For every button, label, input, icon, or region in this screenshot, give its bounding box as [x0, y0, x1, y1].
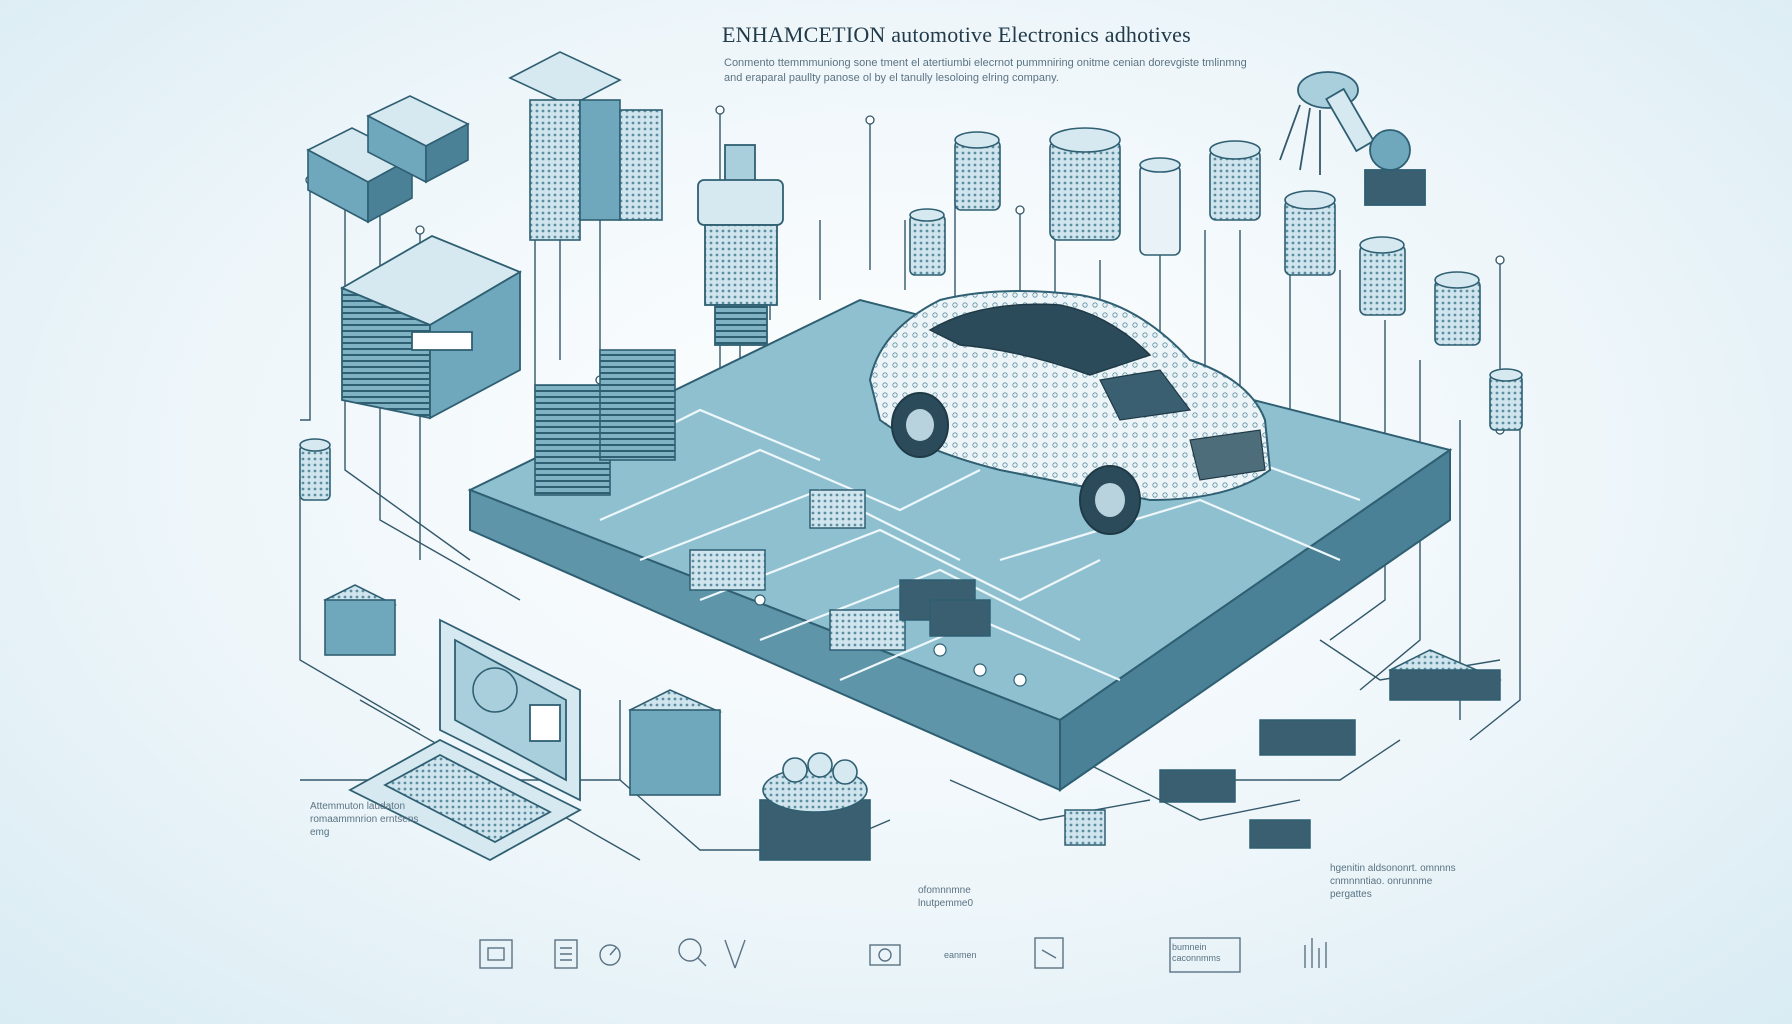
magnifier-icon	[678, 938, 707, 967]
relay-block-3	[508, 51, 663, 241]
robot-arm	[1279, 71, 1426, 206]
laptop-illustration	[348, 618, 582, 862]
document-icon	[554, 939, 578, 969]
cube-chip-left	[323, 584, 397, 656]
processor-chip	[759, 752, 871, 861]
capacitor-2	[1049, 127, 1121, 241]
chip-towers	[534, 349, 676, 496]
capacitor-components	[299, 127, 1523, 501]
caption-middle: ofomnnmne lnutpemme0	[918, 885, 974, 909]
threaded-sensor	[697, 144, 784, 346]
camera-icon	[869, 944, 901, 966]
icon-row	[479, 937, 1327, 973]
panel-icon	[1034, 937, 1064, 969]
capacitor-8	[1489, 368, 1523, 431]
capacitor-4	[1209, 140, 1261, 221]
bars-icon	[1304, 938, 1327, 968]
icon-label-2: bumnein caconnmms	[1172, 942, 1221, 963]
capacitor-10	[299, 438, 331, 501]
relay-block-2	[366, 95, 470, 184]
relay-blocks	[306, 51, 663, 241]
capacitor-6	[1359, 236, 1406, 316]
capacitor-5	[1284, 190, 1336, 276]
page-subtitle: Conmento ttemmmuniong sone tment el ater…	[724, 57, 1247, 84]
right-chips	[1064, 649, 1502, 849]
page-title: ENHAMCETION automotive Electronics adhot…	[722, 22, 1191, 47]
capacitor-7	[1434, 271, 1481, 346]
capacitor-9	[909, 208, 946, 276]
relay-block-1	[306, 127, 414, 224]
caption-left: Attemmuton laudaton romaammnrion erntsen…	[310, 801, 419, 838]
gauge-icon	[599, 944, 621, 966]
control-module-box	[339, 234, 523, 420]
board-chips	[689, 489, 991, 651]
chip-icon	[479, 939, 513, 969]
screen-icon	[1169, 937, 1241, 973]
icon-label-1: eanmen	[944, 950, 977, 960]
caption-right: hgenitin aldsononrt. omnnns cnmnnntiao. …	[1330, 863, 1456, 900]
capacitor-3	[1139, 157, 1181, 256]
capacitor-1	[954, 131, 1001, 211]
car-illustration	[868, 290, 1272, 535]
cube-chip-center	[628, 689, 722, 796]
tool-icon	[724, 939, 746, 969]
